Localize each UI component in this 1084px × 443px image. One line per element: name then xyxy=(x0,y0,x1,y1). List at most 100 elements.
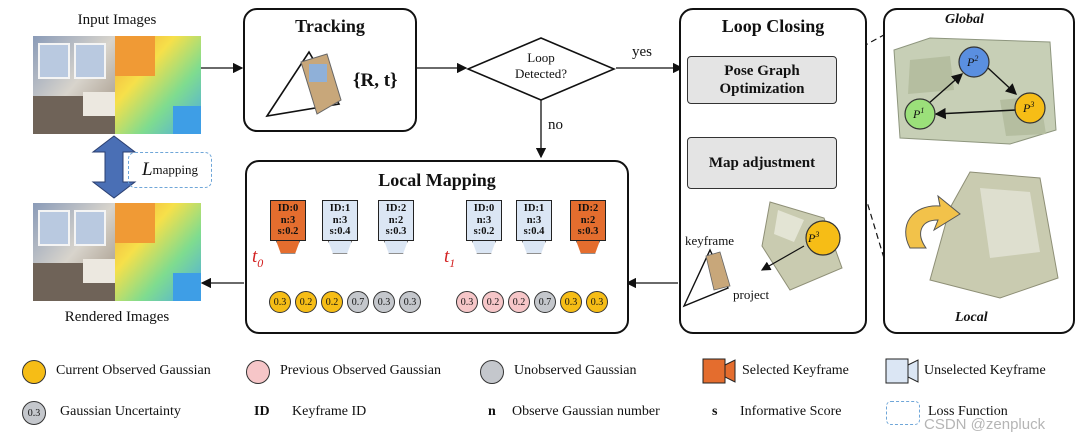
local-mapping-title: Local Mapping xyxy=(378,170,496,190)
rendered-image-graphic xyxy=(33,203,201,301)
no-label: no xyxy=(548,117,563,133)
camera-frustum-icon xyxy=(265,50,342,118)
gaussian-gray: 0.7 xyxy=(347,291,369,313)
legend-uncertainty-icon: 0.3 xyxy=(22,401,46,425)
keyframe-lens xyxy=(384,240,408,254)
legend-loss: Loss Function xyxy=(928,404,1008,419)
gaussian-gray: 0.7 xyxy=(534,291,556,313)
pose-graph-optimization-block: Pose Graph Optimization xyxy=(687,56,837,104)
loss-sub: mapping xyxy=(152,162,199,177)
keyframe-lens xyxy=(472,240,496,254)
keyframe-n: n:2 xyxy=(580,214,596,226)
rendered-images-title: Rendered Images xyxy=(64,309,170,325)
legend-selected-kf: Selected Keyframe xyxy=(742,363,849,378)
keyframe-lens xyxy=(576,240,600,254)
tracking-box: Tracking {R, t} xyxy=(243,8,417,132)
watermark: CSDN @zenpluck xyxy=(924,416,1046,433)
keyframe-id: ID:0 xyxy=(277,203,299,214)
keyframe-n: n:2 xyxy=(388,214,404,226)
pose-label: {R, t} xyxy=(353,70,398,91)
gaussian-gray: 0.3 xyxy=(373,291,395,313)
legend-id: Keyframe ID xyxy=(292,404,367,419)
local-title: Local xyxy=(955,310,988,325)
decision-line1: Loop xyxy=(527,50,555,65)
keyframe-label: keyframe xyxy=(685,233,735,248)
legend-loss-icon xyxy=(886,401,920,425)
keyframe-s: s:0.4 xyxy=(523,226,545,237)
t0-label: t0 xyxy=(252,246,264,270)
legend-unselected-kf-icon xyxy=(885,358,919,384)
legend-unselected-kf: Unselected Keyframe xyxy=(924,363,1046,378)
keyframe-s: s:0.3 xyxy=(385,226,407,237)
legend-previous-icon xyxy=(246,360,270,384)
gaussian-yellow: 0.3 xyxy=(560,291,582,313)
legend-current: Current Observed Gaussian xyxy=(56,363,211,378)
pgo-line2: Optimization xyxy=(719,81,805,97)
keyframe-lens xyxy=(522,240,546,254)
rendered-image-pair xyxy=(33,203,201,301)
legend-current-icon xyxy=(22,360,46,384)
global-p1-label: P1 xyxy=(913,106,925,121)
loop-decision-diamond xyxy=(466,37,616,101)
mapping-double-arrow xyxy=(91,135,137,199)
tracking-title: Tracking xyxy=(295,16,365,36)
p3-loop-label: P3 xyxy=(808,230,820,245)
keyframe-s: s:0.3 xyxy=(577,226,599,237)
keyframe-s: s:0.2 xyxy=(473,226,495,237)
gaussian-yellow: 0.3 xyxy=(586,291,608,313)
keyframe-lens xyxy=(276,240,300,254)
keyframe-id: ID:1 xyxy=(329,203,351,214)
pgo-line1: Pose Graph xyxy=(724,63,800,79)
keyframe-n: n:3 xyxy=(280,214,296,226)
keyframe-id: ID:1 xyxy=(523,203,545,214)
legend-id-symbol: ID xyxy=(254,404,270,419)
input-image-graphic xyxy=(33,36,201,134)
loop-closing-title: Loop Closing xyxy=(721,16,825,36)
gaussian-pink: 0.2 xyxy=(482,291,504,313)
global-title: Global xyxy=(945,12,984,27)
legend-n-symbol: n xyxy=(488,404,496,419)
legend-previous: Previous Observed Gaussian xyxy=(280,363,441,378)
t1-label: t1 xyxy=(444,246,456,270)
gaussian-pink: 0.2 xyxy=(508,291,530,313)
global-p2-label: P2 xyxy=(967,54,979,69)
decision-line2: Detected? xyxy=(515,66,567,81)
keyframe-lens xyxy=(328,240,352,254)
keyframe-s: s:0.2 xyxy=(277,226,299,237)
map-adjustment-block: Map adjustment xyxy=(687,137,837,189)
legend-s: Informative Score xyxy=(740,404,842,419)
input-images-title: Input Images xyxy=(77,12,157,28)
gaussian-pink: 0.3 xyxy=(456,291,478,313)
legend-unobserved: Unobserved Gaussian xyxy=(514,363,637,378)
global-map-graphic xyxy=(893,37,1057,145)
legend-unobserved-icon xyxy=(480,360,504,384)
keyframe-n: n:3 xyxy=(526,214,542,226)
legend-selected-kf-icon xyxy=(702,358,736,384)
legend-uncertainty: Gaussian Uncertainty xyxy=(60,404,181,419)
input-image-pair xyxy=(33,36,201,134)
keyframe-id: ID:2 xyxy=(385,203,407,214)
keyframe-id: ID:0 xyxy=(473,203,495,214)
keyframe-n: n:3 xyxy=(476,214,492,226)
keyframe-s: s:0.4 xyxy=(329,226,351,237)
global-p3-label: P3 xyxy=(1023,100,1035,115)
loss-base: L xyxy=(141,159,153,180)
keyframe-id: ID:2 xyxy=(577,203,599,214)
legend-s-symbol: s xyxy=(712,404,718,419)
projection-illustration xyxy=(682,201,843,308)
project-label: project xyxy=(733,287,770,302)
gaussian-yellow: 0.2 xyxy=(295,291,317,313)
